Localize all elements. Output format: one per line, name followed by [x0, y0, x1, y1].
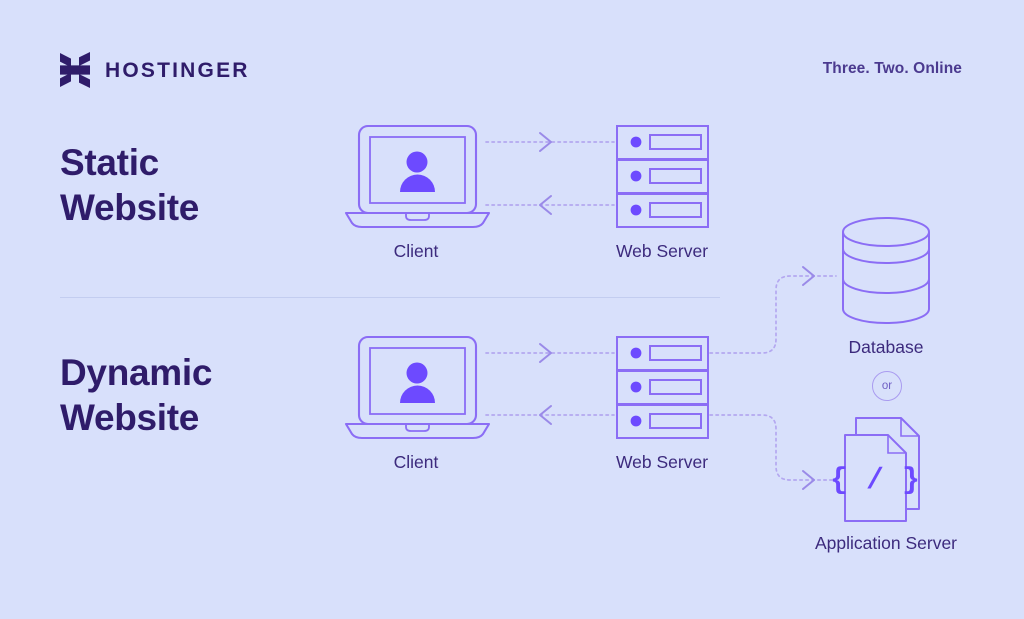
user-avatar-head-dynamic [406, 362, 428, 384]
arrowhead-dynamic-request [539, 343, 552, 363]
hostinger-h-logo-icon [60, 52, 90, 88]
caption-web-server-dynamic: Web Server [615, 452, 709, 472]
row-title-static-line2: Website [60, 187, 200, 229]
arrowhead-static-response [539, 195, 552, 215]
brand-name: HOSTINGER [105, 58, 250, 82]
caption-database: Database [848, 337, 924, 357]
arrowhead-static-request [539, 132, 552, 152]
connector-server-to-database [709, 275, 837, 354]
caption-client-static: Client [393, 241, 439, 261]
code-documents-icon: { / } [830, 417, 920, 522]
document-front [844, 434, 907, 522]
row-divider [60, 297, 720, 298]
caption-client-dynamic: Client [393, 452, 439, 472]
user-avatar-body-static [400, 174, 435, 192]
caption-web-server-static: Web Server [615, 241, 709, 261]
row-title-dynamic-line2: Website [60, 397, 200, 439]
row-title-dynamic: Dynamic Website [60, 350, 212, 440]
database-cylinder-icon [842, 217, 930, 324]
arrowhead-database [802, 266, 815, 286]
row-title-static-line1: Static [60, 142, 159, 183]
arrowhead-appserver [802, 470, 815, 490]
server-rack-icon-static [616, 125, 709, 228]
row-title-static: Static Website [60, 140, 199, 230]
laptop-user-icon-static [344, 124, 491, 229]
or-badge: or [872, 371, 902, 401]
user-avatar-body-dynamic [400, 385, 435, 403]
connector-server-to-appserver [709, 414, 837, 481]
code-glyph: { / } [830, 464, 920, 498]
arrowhead-dynamic-response [539, 405, 552, 425]
caption-application-server: Application Server [814, 533, 958, 553]
user-avatar-head-static [406, 151, 428, 173]
laptop-user-icon-dynamic [344, 335, 491, 440]
hostinger-logo: HOSTINGER [60, 52, 250, 88]
row-title-dynamic-line1: Dynamic [60, 352, 213, 393]
brand-tagline: Three. Two. Online [822, 60, 962, 77]
server-rack-icon-dynamic [616, 336, 709, 439]
